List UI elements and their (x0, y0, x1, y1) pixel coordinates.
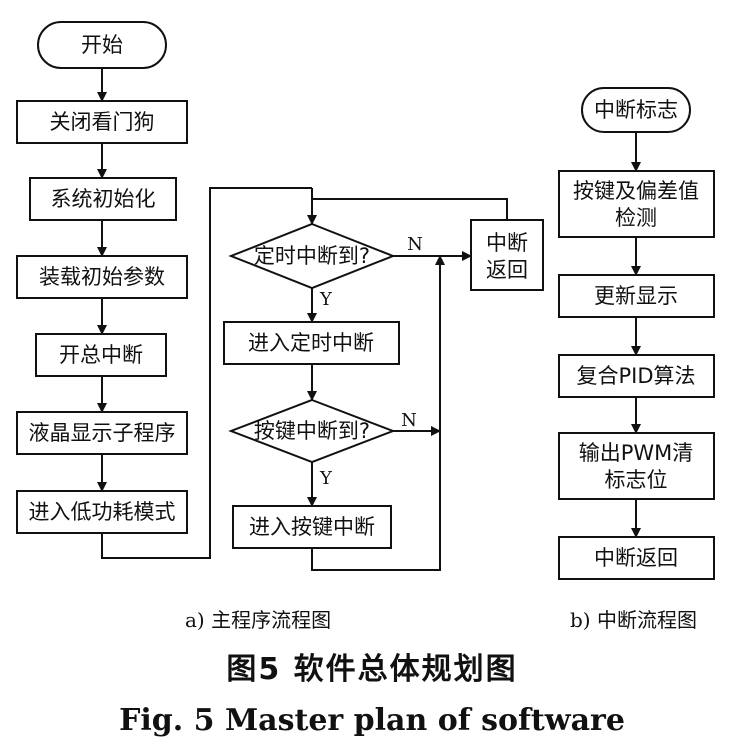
step-system-init-label: 系统初始化 (51, 187, 156, 211)
loop-back-line (311, 255, 445, 571)
connector-to-loop (101, 187, 312, 559)
key-yes-label: Y (319, 468, 333, 489)
isr-flow: 中断标志 按键及偏差值 检测 更新显示 复合PID算法 输出PWM清 标志位 中… (558, 87, 715, 580)
enter-timer-interrupt-label: 进入定时中断 (248, 331, 374, 355)
isr-update-display-label: 更新显示 (594, 284, 678, 308)
interrupt-return-line2: 返回 (486, 258, 528, 282)
step-low-power-mode-label: 进入低功耗模式 (29, 500, 176, 524)
timer-interrupt-decision-label: 定时中断到? (254, 244, 370, 268)
step-close-watchdog (16, 100, 188, 144)
isr-output-pwm (558, 432, 715, 500)
key-no-label: N (401, 410, 417, 431)
isr-key-deviation-line2: 检测 (615, 206, 657, 230)
isr-pid-algorithm (558, 354, 715, 398)
step-close-watchdog-label: 关闭看门狗 (50, 110, 155, 134)
isr-interrupt-return (558, 536, 715, 580)
start-label: 开始 (81, 33, 123, 57)
interrupt-return-box (470, 219, 544, 291)
figure-title-en: Fig. 5 Master plan of software (119, 703, 625, 738)
timer-no-label: N (407, 234, 423, 255)
step-enable-interrupts-label: 开总中断 (59, 343, 143, 367)
enter-key-interrupt-label: 进入按键中断 (249, 515, 375, 539)
isr-update-display (558, 274, 715, 318)
return-feedback-line (312, 198, 508, 220)
isr-key-deviation-detect (558, 170, 715, 238)
step-load-params (16, 255, 188, 299)
isr-output-pwm-line1: 输出PWM清 (579, 441, 694, 465)
key-interrupt-decision-label: 按键中断到? (254, 419, 370, 443)
main-program-flow: 开始 关闭看门狗 系统初始化 装载初始参数 开总中断 液晶显示子程序 进入低功耗… (16, 21, 312, 559)
isr-interrupt-return-label: 中断返回 (594, 546, 678, 570)
caption-a: a) 主程序流程图 (185, 608, 331, 632)
step-load-params-label: 装载初始参数 (39, 265, 165, 289)
isr-output-pwm-line2: 标志位 (605, 468, 668, 492)
caption-b: b) 中断流程图 (570, 608, 697, 632)
timer-yes-label: Y (319, 289, 333, 310)
step-lcd-subroutine-label: 液晶显示子程序 (29, 421, 176, 445)
figure-title-zh: 图5 软件总体规划图 (226, 652, 517, 687)
isr-key-deviation-line1: 按键及偏差值 (573, 179, 699, 203)
isr-pid-algorithm-label: 复合PID算法 (576, 364, 695, 388)
isr-start-label: 中断标志 (594, 98, 678, 122)
interrupt-return-line1: 中断 (486, 231, 528, 255)
enter-timer-interrupt (223, 321, 400, 365)
interrupt-loop: 定时中断到? N 中断 返回 Y 进入定时中断 按键中断到? N Y 进入按键中… (223, 188, 544, 571)
